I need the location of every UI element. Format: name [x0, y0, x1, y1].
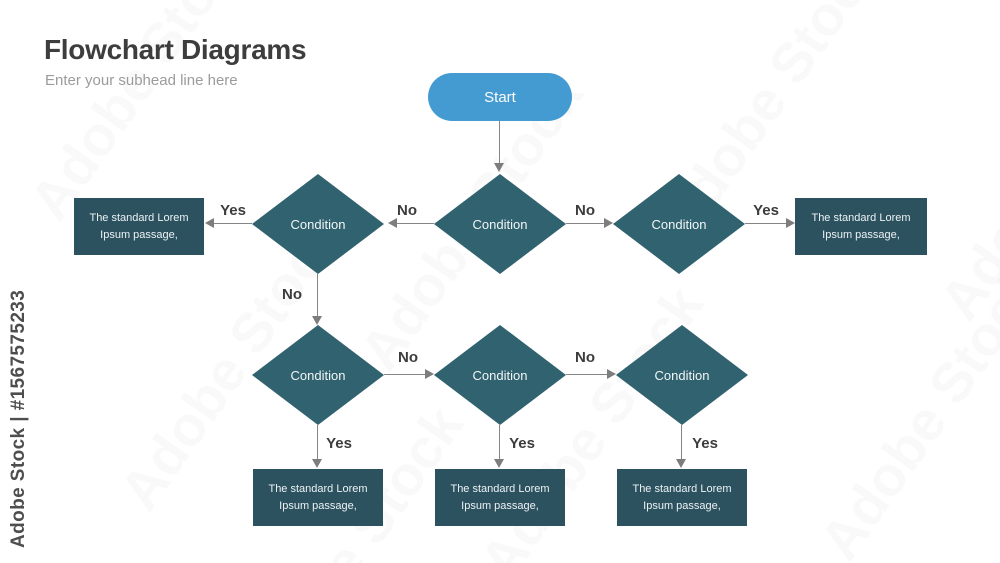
- arrowhead-right-icon: [786, 218, 795, 228]
- page-subtitle: Enter your subhead line here: [45, 72, 238, 89]
- arrowhead-left-icon: [205, 218, 214, 228]
- condition-node-row2-left: Condition: [252, 325, 384, 425]
- watermark-stock-id: Adobe Stock | #1567575233: [8, 289, 29, 548]
- arrow-no-right: [566, 223, 604, 224]
- condition-label: Condition: [651, 216, 707, 232]
- watermark-diagonal: Adobe Stock: [807, 254, 1000, 563]
- condition-node-row2-center: Condition: [434, 325, 566, 425]
- arrowhead-right-icon: [604, 218, 613, 228]
- edge-label-yes-bottom-left: Yes: [326, 435, 352, 452]
- start-node: Start: [428, 73, 572, 121]
- edge-label-no-left: No: [397, 202, 417, 219]
- arrowhead-down-icon: [494, 163, 504, 172]
- arrowhead-right-icon: [425, 369, 434, 379]
- arrow-no-row2-left: [384, 374, 425, 375]
- condition-label: Condition: [472, 367, 528, 383]
- result-box-left: The standard Lorem Ipsum passage,: [74, 198, 204, 255]
- edge-label-no-right: No: [575, 202, 595, 219]
- condition-label: Condition: [290, 367, 346, 383]
- edge-label-yes-bottom-right: Yes: [692, 435, 718, 452]
- arrowhead-right-icon: [607, 369, 616, 379]
- result-text-line1: The standard Lorem: [268, 483, 368, 495]
- condition-label: Condition: [654, 367, 710, 383]
- result-text-line2: Ipsum passage,: [279, 499, 357, 512]
- arrow-yes-bottom-center: [499, 425, 500, 460]
- edge-label-yes-left: Yes: [220, 202, 246, 219]
- result-box-bottom-center: The standard Lorem Ipsum passage,: [435, 469, 565, 526]
- edge-label-no-down: No: [282, 286, 302, 303]
- start-node-label: Start: [484, 88, 516, 106]
- arrow-yes-right: [745, 223, 786, 224]
- edge-label-yes-right: Yes: [753, 202, 779, 219]
- arrow-no-row2-right: [566, 374, 607, 375]
- result-text-line1: The standard Lorem: [632, 483, 732, 495]
- arrowhead-left-icon: [388, 218, 397, 228]
- arrow-no-left: [397, 223, 434, 224]
- arrow-yes-bottom-right: [681, 425, 682, 460]
- condition-node-row1-center: Condition: [434, 174, 566, 274]
- result-text-line2: Ipsum passage,: [643, 499, 721, 512]
- watermark-diagonal: Adobe Stock: [927, 14, 1000, 331]
- arrowhead-down-icon: [312, 316, 322, 325]
- arrow-no-down: [317, 274, 318, 317]
- condition-node-row1-left: Condition: [252, 174, 384, 274]
- arrowhead-down-icon: [676, 459, 686, 468]
- arrow-yes-left: [214, 223, 252, 224]
- result-text-line1: The standard Lorem: [89, 212, 189, 224]
- result-text-line2: Ipsum passage,: [461, 499, 539, 512]
- edge-label-yes-bottom-center: Yes: [509, 435, 535, 452]
- arrow-yes-bottom-left: [317, 425, 318, 460]
- page-title: Flowchart Diagrams: [44, 34, 307, 65]
- condition-label: Condition: [290, 216, 346, 232]
- result-text-line1: The standard Lorem: [811, 212, 911, 224]
- result-box-bottom-left: The standard Lorem Ipsum passage,: [253, 469, 383, 526]
- condition-label: Condition: [472, 216, 528, 232]
- arrowhead-down-icon: [494, 459, 504, 468]
- edge-label-no-row2-left: No: [398, 349, 418, 366]
- arrow-start-to-condition: [499, 121, 500, 164]
- condition-node-row1-right: Condition: [613, 174, 745, 274]
- result-box-right: The standard Lorem Ipsum passage,: [795, 198, 927, 255]
- result-text-line2: Ipsum passage,: [822, 228, 900, 241]
- result-box-bottom-right: The standard Lorem Ipsum passage,: [617, 469, 747, 526]
- result-text-line1: The standard Lorem: [450, 483, 550, 495]
- result-text-line2: Ipsum passage,: [100, 228, 178, 241]
- arrowhead-down-icon: [312, 459, 322, 468]
- edge-label-no-row2-right: No: [575, 349, 595, 366]
- condition-node-row2-right: Condition: [616, 325, 748, 425]
